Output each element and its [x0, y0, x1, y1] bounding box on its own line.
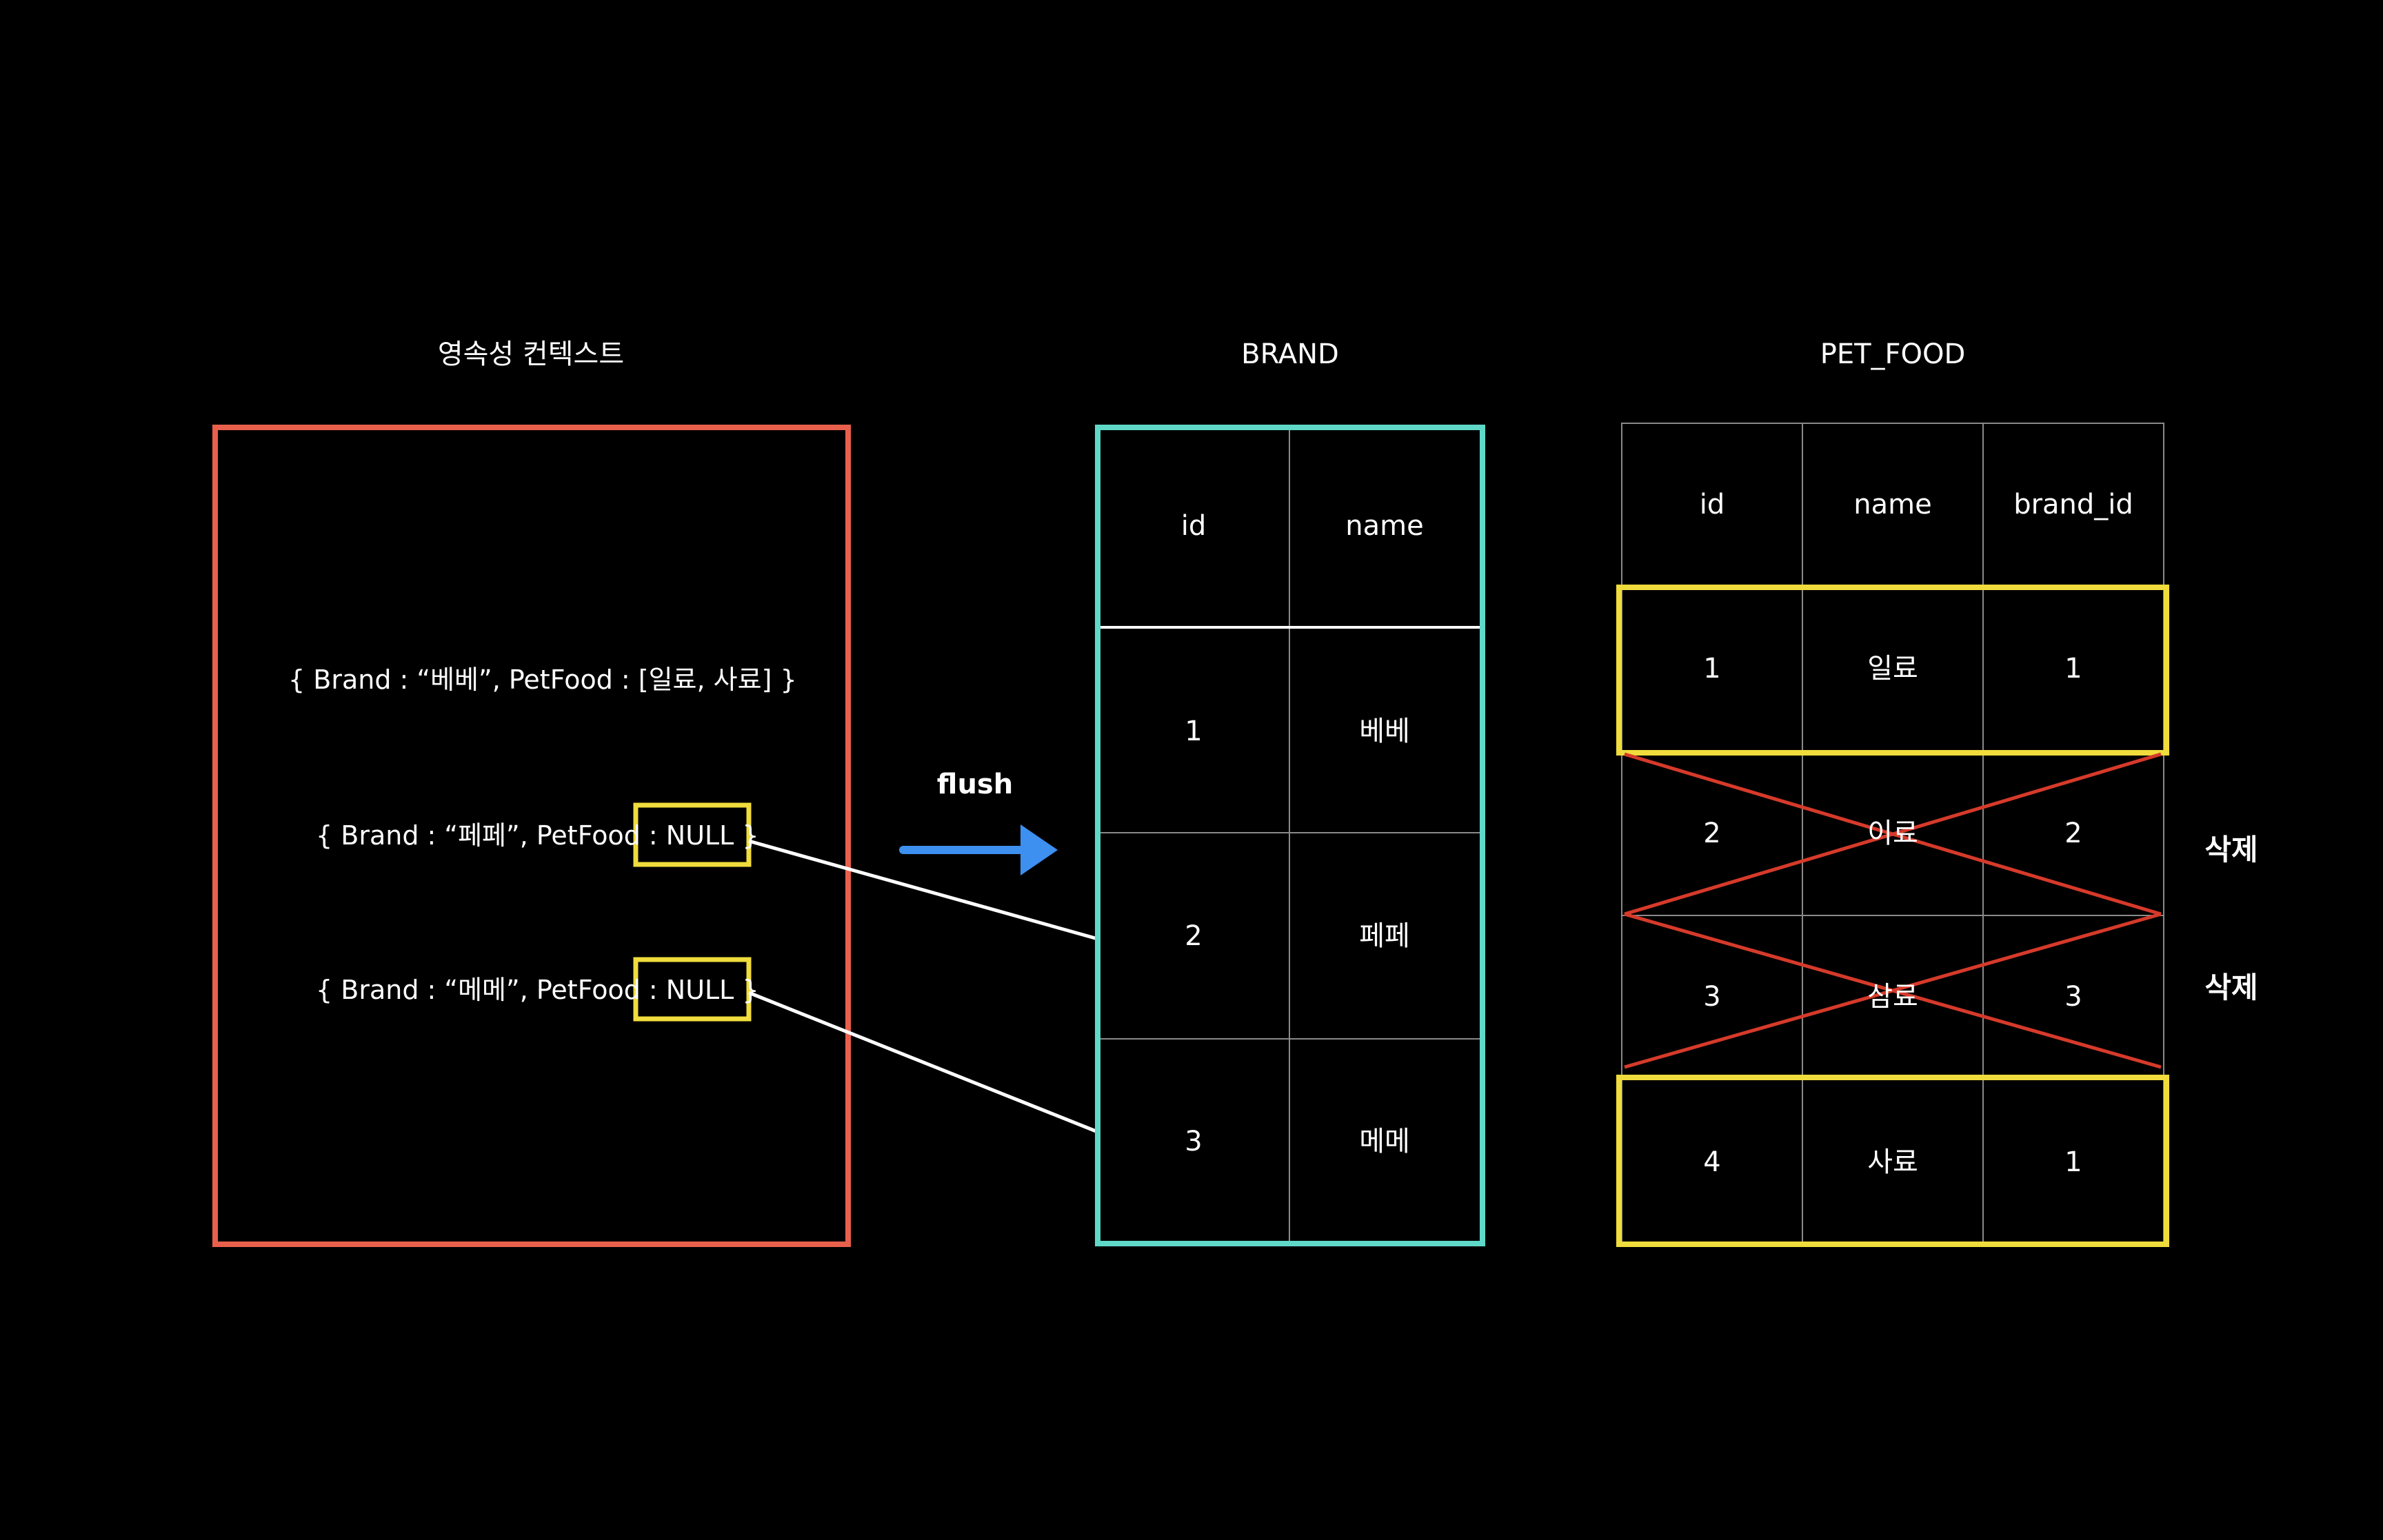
pet-food-cell-r3-id: 3	[1703, 981, 1721, 1013]
persistence-entry-3: { Brand : “메메”, PetFood : NULL }	[316, 975, 759, 1005]
brand-header-name: name	[1345, 510, 1424, 542]
delete-label-row3: 삭제	[2204, 971, 2258, 1004]
pet-food-cell-r3-brand-id: 3	[2064, 981, 2082, 1013]
pet-food-table-title: PET_FOOD	[1820, 338, 1966, 370]
pet-food-cell-r2-brand-id: 2	[2064, 818, 2082, 849]
pet-food-cell-r3-name: 삼료	[1867, 981, 1918, 1013]
flush-label: flush	[936, 769, 1014, 800]
brand-cell-r1-id: 1	[1185, 716, 1203, 747]
connector-line-1	[748, 839, 1098, 941]
pet-food-header-id: id	[1699, 489, 1725, 520]
pet-food-cell-r1-id: 1	[1703, 653, 1721, 685]
pet-food-header-name: name	[1853, 489, 1932, 520]
persistence-entry-2: { Brand : “페페”, PetFood : NULL }	[316, 820, 759, 851]
brand-cell-r2-name: 페페	[1359, 920, 1410, 952]
pet-food-cell-r1-name: 일료	[1867, 653, 1918, 685]
pet-food-cell-r2-name: 이료	[1867, 818, 1918, 849]
brand-cell-r3-id: 3	[1185, 1126, 1203, 1157]
brand-table-title: BRAND	[1241, 338, 1339, 370]
brand-table-box	[1095, 425, 1485, 1246]
persistence-context-title: 영속성 컨텍스트	[437, 338, 625, 370]
brand-cell-r1-name: 베베	[1359, 716, 1410, 747]
connector-line-2	[748, 991, 1098, 1134]
pet-food-header-brand-id: brand_id	[2013, 489, 2133, 520]
pet-food-cell-r2-id: 2	[1703, 818, 1721, 849]
pet-food-cell-r4-brand-id: 1	[2064, 1146, 2082, 1178]
pet-food-cell-r4-id: 4	[1703, 1146, 1721, 1178]
flush-arrow-head	[1020, 824, 1058, 875]
brand-cell-r2-id: 2	[1185, 920, 1203, 952]
brand-cell-r3-name: 메메	[1359, 1126, 1410, 1157]
pet-food-cell-r1-brand-id: 1	[2064, 653, 2082, 685]
pet-food-cell-r4-name: 사료	[1867, 1146, 1918, 1178]
persistence-entry-1: { Brand : “베베”, PetFood : [일료, 사료] }	[288, 665, 797, 695]
brand-header-id: id	[1180, 510, 1207, 542]
delete-label-row2: 삭제	[2204, 833, 2258, 867]
